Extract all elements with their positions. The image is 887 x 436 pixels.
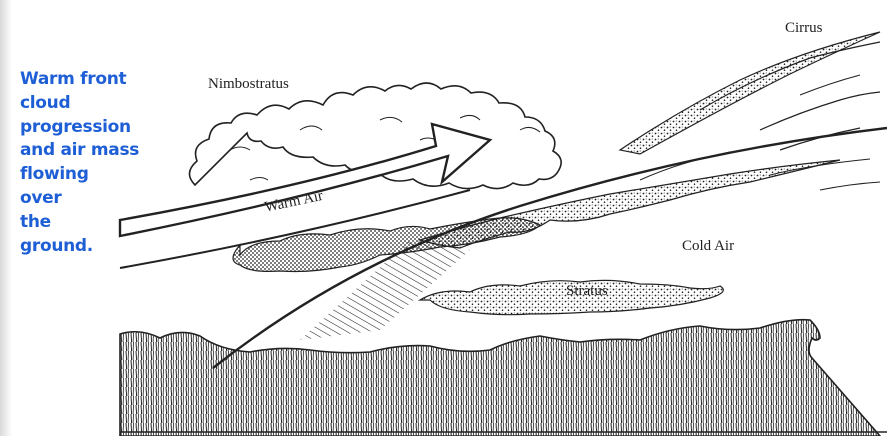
cold-air-label: Cold Air — [682, 238, 734, 255]
stratus-label: Stratus — [566, 283, 608, 300]
cirrus-cloud — [620, 32, 880, 190]
terrain-ground — [120, 320, 880, 436]
nimbostratus-label: Nimbostratus — [208, 76, 289, 93]
cirrus-label: Cirrus — [785, 20, 823, 37]
